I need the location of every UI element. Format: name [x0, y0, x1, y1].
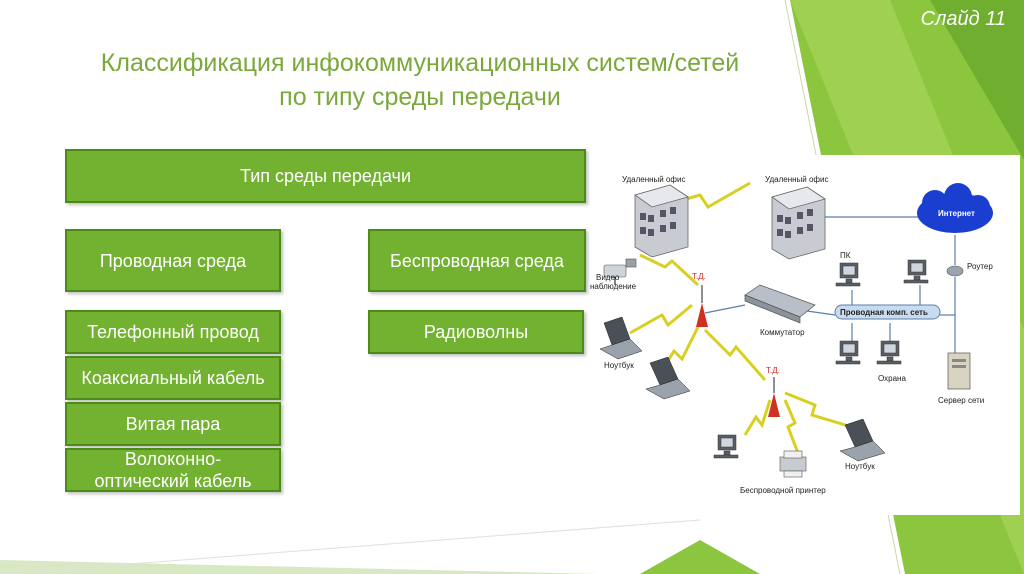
green-band-corner: [930, 0, 1024, 160]
router-icon: [946, 265, 964, 277]
lightning-ap2-printer: [783, 399, 800, 454]
access-point-2-label: Т.Д.: [766, 366, 780, 375]
box-root-transmission-type: Тип среды передачи: [65, 149, 586, 203]
remote-office-1-icon: [634, 184, 689, 258]
switch-label: Коммутатор: [760, 328, 805, 337]
box-wired-medium: Проводная среда: [65, 229, 281, 292]
switch-icon: [744, 284, 816, 324]
lightning-ap2-laptop: [784, 391, 853, 429]
pc-icon-wireless: [713, 434, 739, 459]
printer-label: Беспроводной принтер: [740, 486, 826, 495]
laptop-3-icon: [839, 418, 886, 462]
video-label-line-1: Видео: [596, 273, 620, 282]
page-title: Классификация инфокоммуникационных систе…: [20, 46, 820, 114]
slide-number: Слайд 11: [920, 8, 1006, 30]
access-point-2-icon: [768, 377, 780, 417]
fiber-line-1: Волоконно-: [124, 449, 222, 469]
internet-cloud-icon: [917, 183, 993, 233]
laptop-2-label: Ноутбук: [845, 462, 875, 471]
box-fiber-optic: Волоконно- оптический кабель: [65, 448, 281, 492]
access-point-1-label: Т.Д.: [692, 272, 706, 281]
pc-icon-security: [876, 340, 902, 365]
video-label-line-2: наблюдение: [590, 282, 637, 291]
green-band-bottom: [0, 560, 600, 574]
server-label: Сервер сети: [938, 396, 984, 405]
video-camera-icon: [603, 258, 637, 285]
laptop-1-label: Ноутбук: [604, 361, 634, 370]
pc-label: ПК: [840, 251, 851, 260]
fiber-line-2: оптический кабель: [94, 471, 252, 491]
box-wireless-medium: Беспроводная среда: [368, 229, 586, 292]
title-line-1: Классификация инфокоммуникационных систе…: [100, 49, 740, 77]
wired-links: [704, 216, 956, 355]
remote-office-1-label: Удаленный офис: [622, 175, 685, 184]
pc-icon-top-left: [835, 262, 861, 287]
lightning-laptop1-ap: [629, 303, 693, 335]
server-icon: [947, 352, 971, 390]
internet-label: Интернет: [938, 209, 975, 218]
title-line-2: по типу среды передачи: [279, 83, 561, 111]
thin-line-2: [0, 519, 701, 574]
wired-network-label: Проводная комп. сеть: [840, 308, 928, 317]
lightning-ap-ap: [703, 328, 767, 381]
link-ap-switch: [704, 304, 746, 314]
box-coaxial-cable: Коаксиальный кабель: [65, 356, 281, 400]
wired-network-bus-icon: [834, 304, 941, 320]
laptop-2-icon: [645, 356, 691, 400]
laptop-1-icon: [599, 316, 643, 360]
access-point-1-icon: [696, 285, 708, 327]
lightning-camera-ap: [639, 253, 700, 287]
network-diagram: Удаленный офис Удаленный офис Интернет Р…: [590, 155, 1020, 515]
green-triangle-bottom: [640, 540, 760, 574]
pc-icon-bottom-left: [835, 340, 861, 365]
box-radio-waves: Радиоволны: [368, 310, 584, 354]
box-telephone-wire: Телефонный провод: [65, 310, 281, 354]
lightning-ap2-pc: [743, 399, 772, 436]
security-label: Охрана: [878, 374, 906, 383]
remote-office-2-icon: [771, 186, 826, 260]
pc-icon-top-right: [903, 259, 929, 284]
box-twisted-pair: Витая пара: [65, 402, 281, 446]
printer-icon: [779, 450, 807, 478]
remote-office-2-label: Удаленный офис: [765, 175, 828, 184]
router-label: Роутер: [967, 262, 993, 271]
